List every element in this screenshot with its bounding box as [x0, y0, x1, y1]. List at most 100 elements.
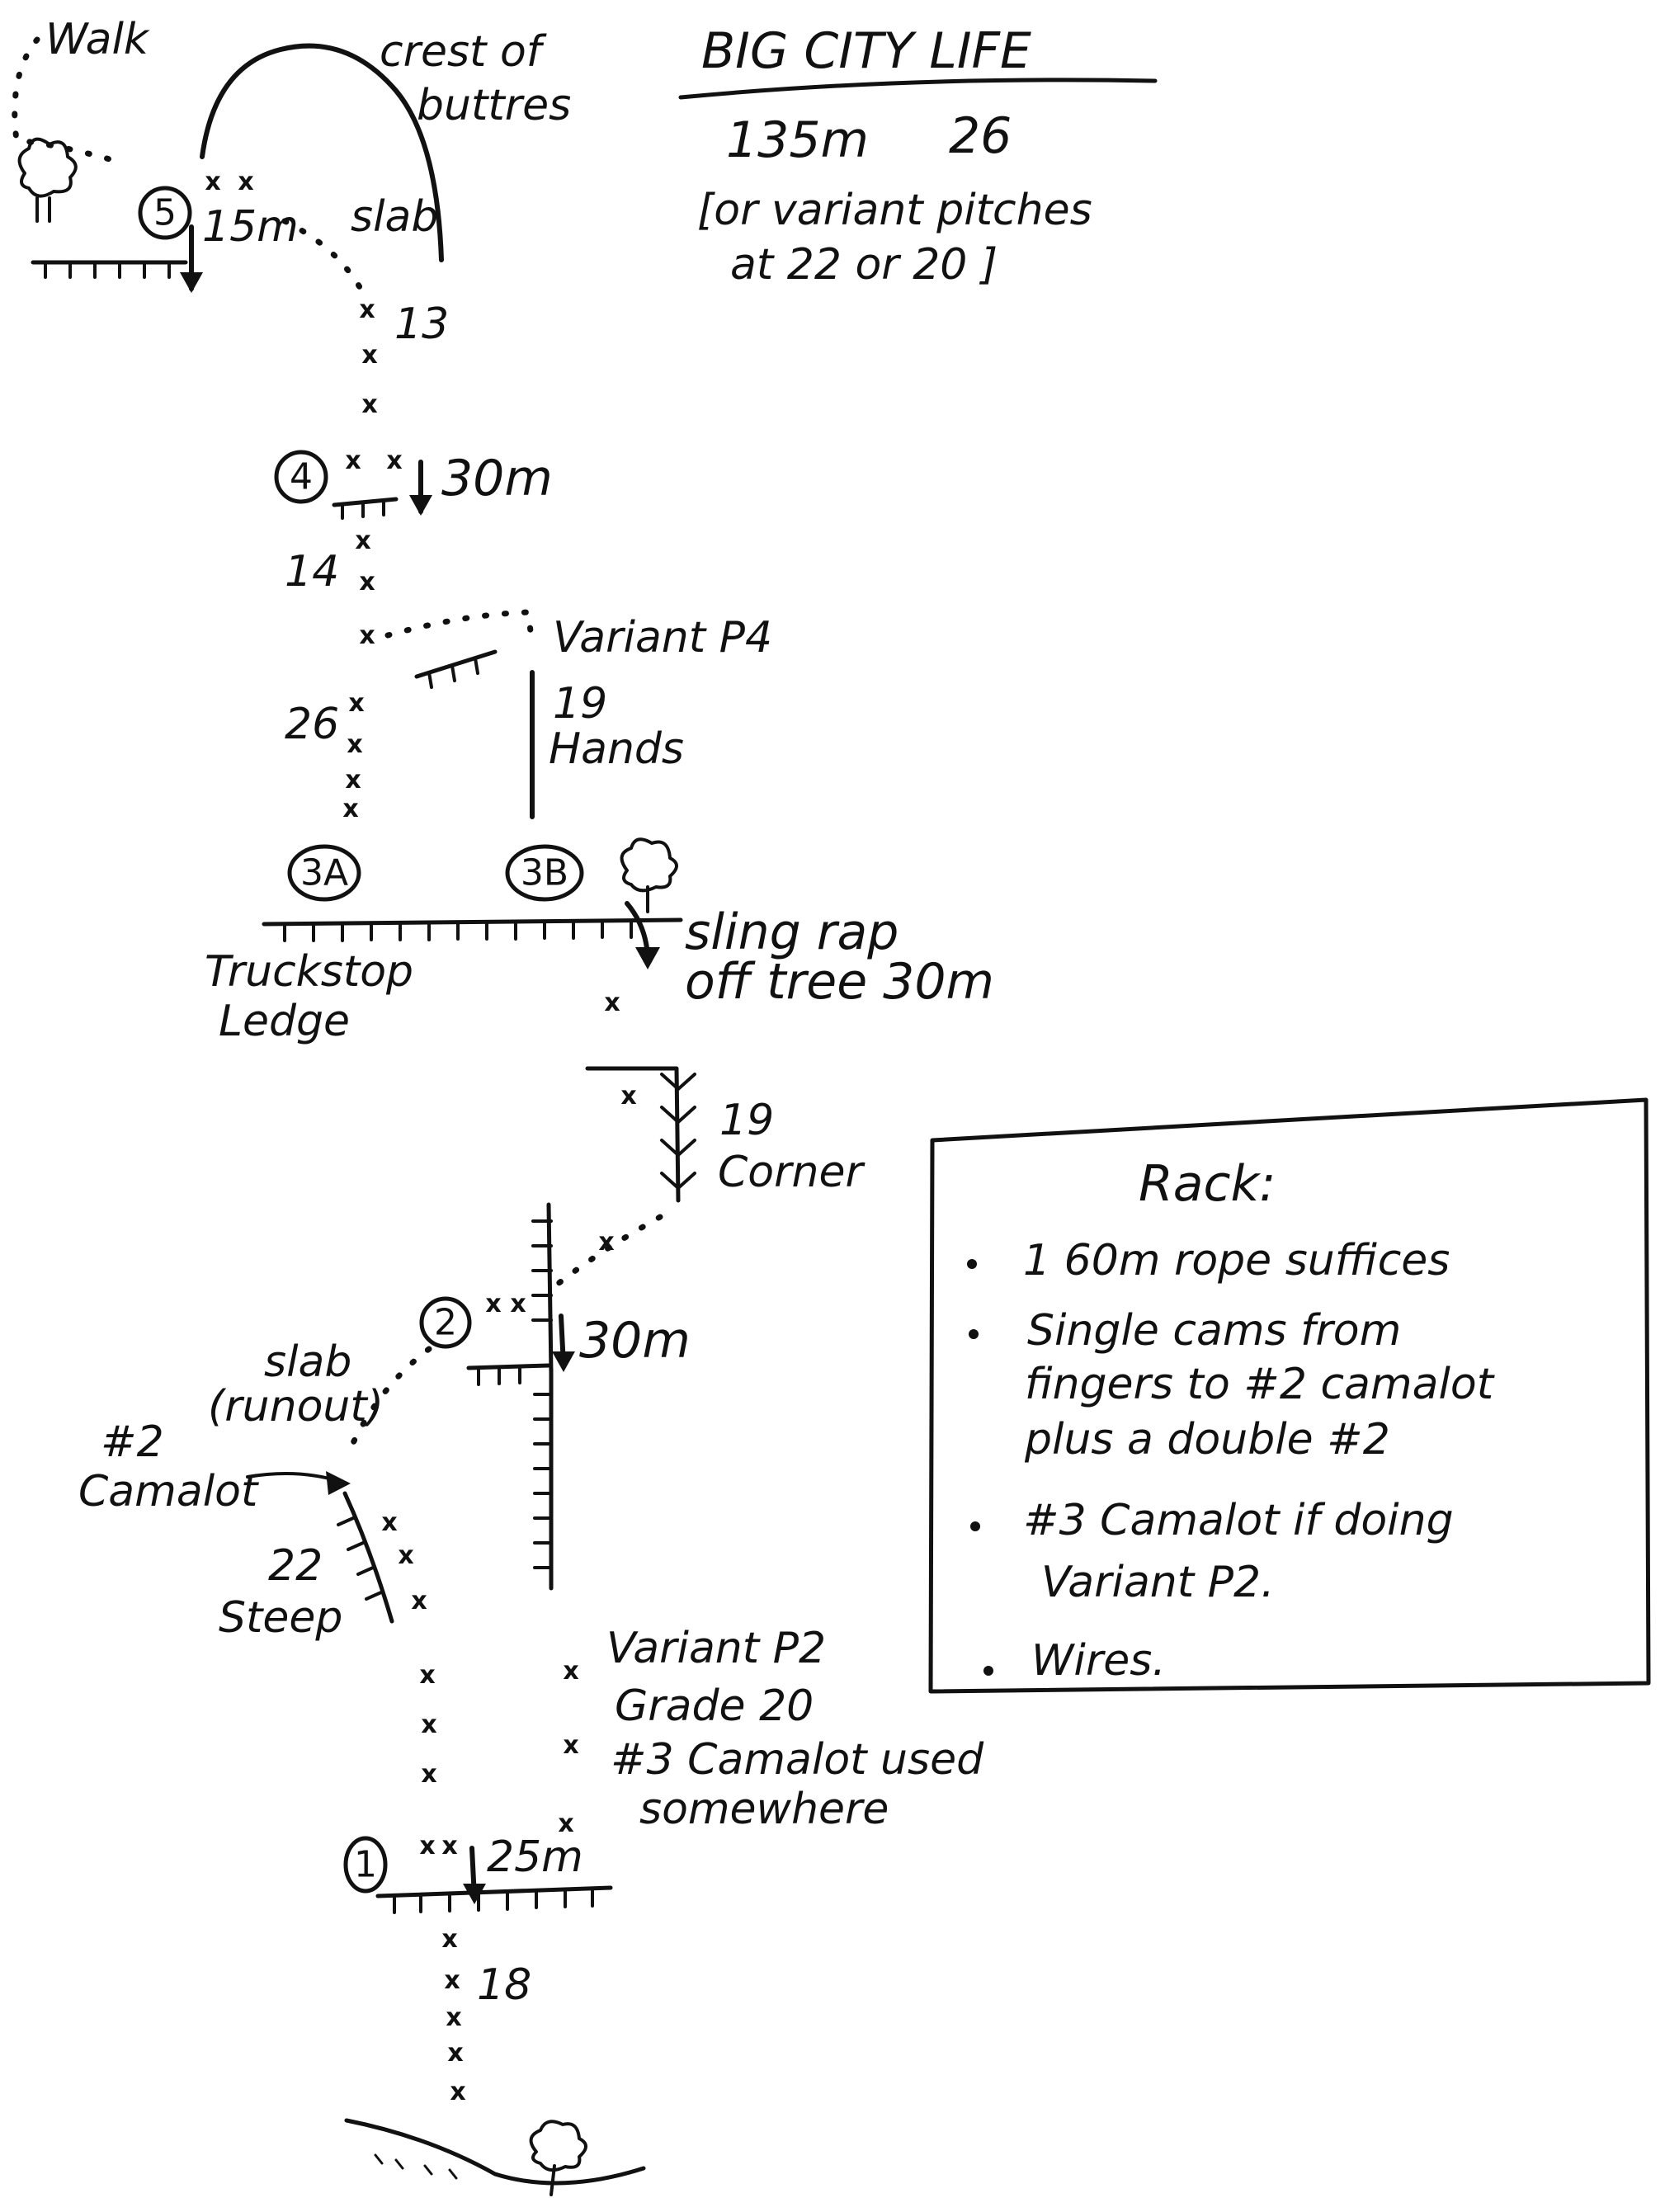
ledge-hatching — [427, 657, 479, 689]
p2-rap-label: 30m — [579, 1312, 691, 1370]
bolt-icon: x — [419, 1832, 435, 1861]
steep-grade-label: 22 — [268, 1541, 323, 1591]
belay-circle-icon: 1 — [343, 1836, 388, 1894]
camalot-note-1: #2 — [101, 1417, 164, 1467]
ledge-label-2: Ledge — [219, 997, 350, 1046]
rack-item-2-line2: fingers to #2 camalot — [1025, 1360, 1495, 1409]
belay-1-section: 1 x x 25m x x x x x 18 — [343, 1832, 646, 2196]
bolt-icon: x — [444, 1966, 460, 1995]
corner-grade-label: 19 — [719, 1096, 774, 1145]
belay-1-label: 1 — [354, 1844, 377, 1886]
rack-bullet — [967, 1259, 977, 1269]
p5-length-label: 15m — [202, 202, 299, 252]
bolt-icon: x — [441, 1925, 457, 1954]
belay-2-section: 2 x x 30m slab (runout) — [208, 1202, 691, 1591]
bolt-icon: x — [359, 621, 375, 650]
ledge-hatching — [283, 919, 633, 942]
corner-section: x 19 Corner x — [545, 1066, 866, 1295]
belay-4-section: 4 x x 30m 14 x x x Variant P4 — [274, 446, 772, 689]
rack-item-1: 1 60m rope suffices — [1023, 1236, 1450, 1285]
p5-path — [281, 218, 366, 296]
rap-arrowhead — [552, 1351, 575, 1372]
bolt-icon: x — [345, 766, 361, 795]
bolt-icon: x — [361, 341, 377, 370]
p4-grade-label: 13 — [394, 299, 449, 349]
crest-label-1: crest of — [380, 27, 547, 77]
bolt-icon: x — [563, 1657, 578, 1686]
belay-ledge-1 — [375, 1885, 613, 1898]
rack-box: Rack: 1 60m rope suffices Single cams fr… — [928, 1097, 1651, 1694]
bolt-icon: x — [510, 1290, 526, 1318]
bolt-icon: x — [238, 167, 253, 196]
corner-desc-label: Corner — [718, 1148, 866, 1197]
camalot-pointer-arrowhead — [326, 1471, 351, 1495]
tree-icon — [620, 837, 678, 913]
bolt-icon: x — [398, 1541, 413, 1570]
sling-rap-label-2: off tree 30m — [685, 953, 994, 1011]
route-grade: 26 — [949, 107, 1012, 165]
belay-5-label: 5 — [153, 192, 177, 234]
rack-item-2-line1: Single cams from — [1027, 1306, 1401, 1356]
rap-arrowhead — [409, 495, 432, 516]
p4-rap-label: 30m — [441, 450, 553, 507]
bolt-icon: x — [421, 1710, 436, 1739]
p3b-desc-label: Hands — [549, 724, 684, 774]
camalot-note-2: Camalot — [78, 1467, 259, 1516]
slab-runout-label-2: (runout) — [208, 1382, 384, 1431]
variant-p2-line4: somewhere — [639, 1785, 889, 1834]
variant-p4-path — [384, 609, 535, 647]
belay-circle-icon: 3A — [287, 844, 361, 902]
top-section: Walk crest of buttres slab 5 x x 15m x x… — [12, 15, 571, 419]
rack-bullet — [969, 1329, 979, 1339]
steep-crack-line — [342, 1491, 394, 1624]
bolt-icon: x — [485, 1290, 501, 1318]
bolt-icon: x — [345, 446, 361, 475]
rack-bullet — [970, 1521, 980, 1531]
bolt-icon: x — [447, 2039, 463, 2068]
bolt-icon: x — [598, 1228, 614, 1257]
variant-p2-line2: Grade 20 — [615, 1681, 814, 1731]
belay-ledge-4 — [332, 497, 399, 507]
tree-icon — [529, 2120, 587, 2196]
wall-hatching — [533, 1393, 553, 1569]
title-block: BIG CITY LIFE 135m 26 [or variant pitche… — [678, 22, 1158, 290]
bolt-icon: x — [620, 1082, 636, 1111]
ledge-hatching — [44, 261, 171, 279]
belay-3a-label: 3A — [300, 852, 348, 894]
bolt-icon: x — [419, 1661, 435, 1690]
belay-circle-icon: 2 — [419, 1296, 472, 1349]
bolt-icon: x — [355, 526, 370, 555]
belay-ledge-2 — [466, 1363, 551, 1370]
bolt-icon: x — [347, 730, 362, 759]
title-underline — [678, 78, 1158, 100]
bolt-icon: x — [604, 988, 620, 1017]
ledge-label-1: Truckstop — [205, 947, 413, 997]
steep-desc-label: Steep — [219, 1593, 342, 1643]
rack-heading: Rack: — [1139, 1155, 1276, 1213]
slab-top-label: slab — [351, 192, 438, 242]
sling-rap-label-1: sling rap — [685, 903, 899, 961]
variant-note-line1: [or variant pitches — [697, 186, 1092, 235]
pitch-2-section: #2 Camalot x x x 22 Steep x x x x x x Va… — [78, 1417, 984, 1838]
steep-hatching — [337, 1516, 383, 1601]
belay-circle-icon: 3B — [505, 844, 584, 902]
camalot-pointer — [246, 1472, 340, 1483]
rack-border — [928, 1097, 1651, 1694]
bolt-icon: x — [386, 446, 402, 475]
bolt-icon: x — [558, 1809, 573, 1838]
rap-arrowhead — [180, 272, 203, 293]
variant-p4-label: Variant P4 — [553, 613, 772, 663]
ledge-hatching — [341, 500, 385, 520]
wall-hatching — [531, 1219, 553, 1322]
rack-item-3-line1: #3 Camalot if doing — [1023, 1496, 1454, 1545]
crest-label-2: buttres — [417, 81, 571, 130]
corner-approach-path — [545, 1214, 663, 1295]
bolt-icon: x — [361, 390, 377, 419]
bolt-icon: x — [348, 689, 364, 718]
rack-item-4: Wires. — [1031, 1636, 1166, 1686]
bolt-icon: x — [411, 1587, 427, 1615]
bolt-icon: x — [450, 2078, 465, 2106]
belay-3b-label: 3B — [521, 852, 568, 894]
belay-circle-icon: 5 — [138, 186, 192, 240]
variant-note-line2: at 22 or 20 ] — [730, 240, 998, 290]
